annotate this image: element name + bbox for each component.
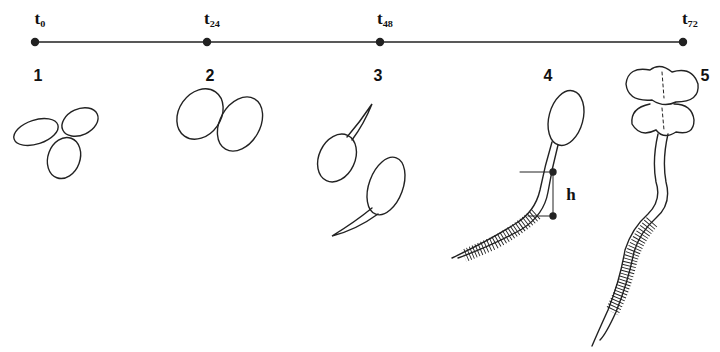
seeds-stage-2: [167, 80, 272, 159]
dimension-label: h: [565, 186, 576, 203]
seedling-stage-5: [592, 66, 698, 346]
time-dot: [680, 39, 687, 46]
time-label: t₀: [35, 10, 46, 27]
time-label: t₇₂: [682, 10, 698, 27]
stage-number: 1: [34, 68, 43, 84]
time-dot: [377, 39, 384, 46]
time-label: t₂₄: [204, 10, 220, 27]
stage-number: 3: [374, 68, 383, 84]
stage-number: 4: [544, 68, 553, 84]
stage-number: 5: [701, 68, 710, 84]
seeds-stage-3: [310, 104, 412, 236]
time-label: t₄₈: [377, 10, 393, 27]
stage-number: 2: [206, 68, 215, 84]
timeline: [35, 41, 683, 43]
time-dot: [204, 39, 211, 46]
seedling-stage-4: [452, 87, 590, 258]
time-dot: [32, 39, 39, 46]
seeds-stage-1: [10, 102, 102, 183]
